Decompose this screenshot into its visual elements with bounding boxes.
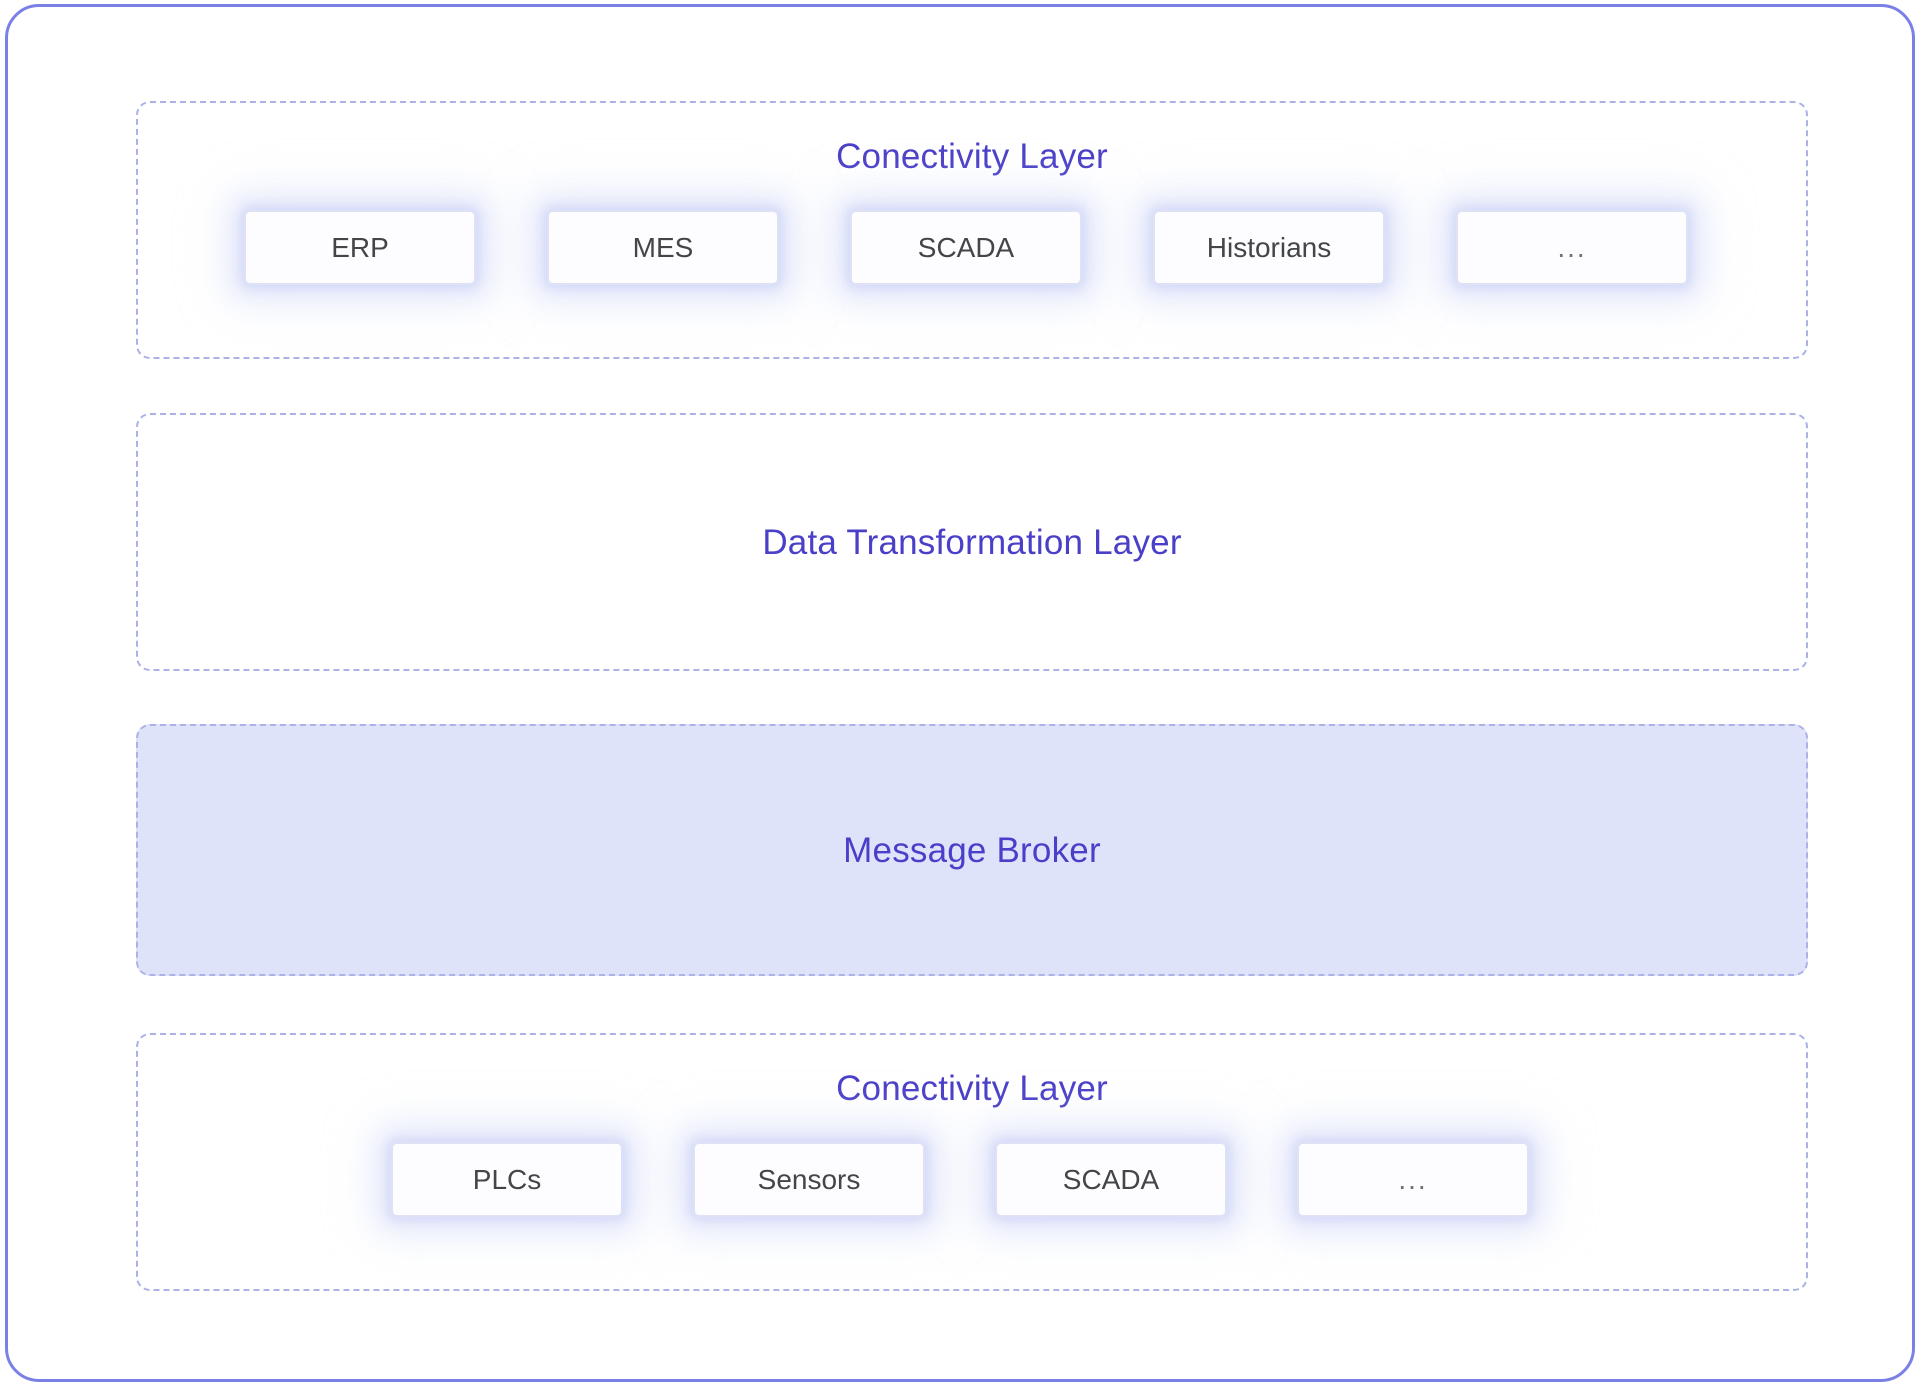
node-scada-top[interactable]: SCADA — [850, 210, 1082, 285]
node-label: ERP — [331, 231, 389, 263]
layer-connectivity-top: Conectivity Layer ERP MES SCADA Historia… — [136, 101, 1808, 359]
node-mes[interactable]: MES — [547, 210, 779, 285]
node-label: ... — [1398, 1163, 1428, 1195]
layer-title-connectivity-bottom: Conectivity Layer — [836, 1069, 1108, 1108]
node-historians[interactable]: Historians — [1153, 210, 1385, 285]
node-row-connectivity-top: ERP MES SCADA Historians ... — [138, 210, 1806, 285]
outer-frame: Conectivity Layer ERP MES SCADA Historia… — [5, 4, 1915, 1382]
node-plcs[interactable]: PLCs — [391, 1142, 623, 1217]
node-label: SCADA — [917, 231, 1015, 263]
node-erp[interactable]: ERP — [244, 210, 476, 285]
layer-title-data-transformation: Data Transformation Layer — [762, 522, 1182, 562]
node-row-connectivity-bottom: PLCs Sensors SCADA ... — [138, 1142, 1806, 1217]
node-scada-bottom[interactable]: SCADA — [995, 1142, 1227, 1217]
layer-title-connectivity-top: Conectivity Layer — [836, 137, 1108, 176]
node-label: ... — [1557, 231, 1587, 263]
layer-data-transformation: Data Transformation Layer — [136, 413, 1808, 671]
layer-title-message-broker: Message Broker — [843, 830, 1101, 870]
node-label: MES — [632, 231, 694, 263]
node-label: PLCs — [472, 1163, 542, 1195]
node-more-top[interactable]: ... — [1456, 210, 1688, 285]
node-more-bottom[interactable]: ... — [1297, 1142, 1529, 1217]
node-label: Historians — [1206, 231, 1332, 263]
layer-message-broker: Message Broker — [136, 724, 1808, 976]
node-label: Sensors — [757, 1163, 861, 1195]
layer-stack: Conectivity Layer ERP MES SCADA Historia… — [136, 101, 1808, 1291]
node-sensors[interactable]: Sensors — [693, 1142, 925, 1217]
node-label: SCADA — [1062, 1163, 1160, 1195]
layer-connectivity-bottom: Conectivity Layer PLCs Sensors SCADA ... — [136, 1033, 1808, 1291]
